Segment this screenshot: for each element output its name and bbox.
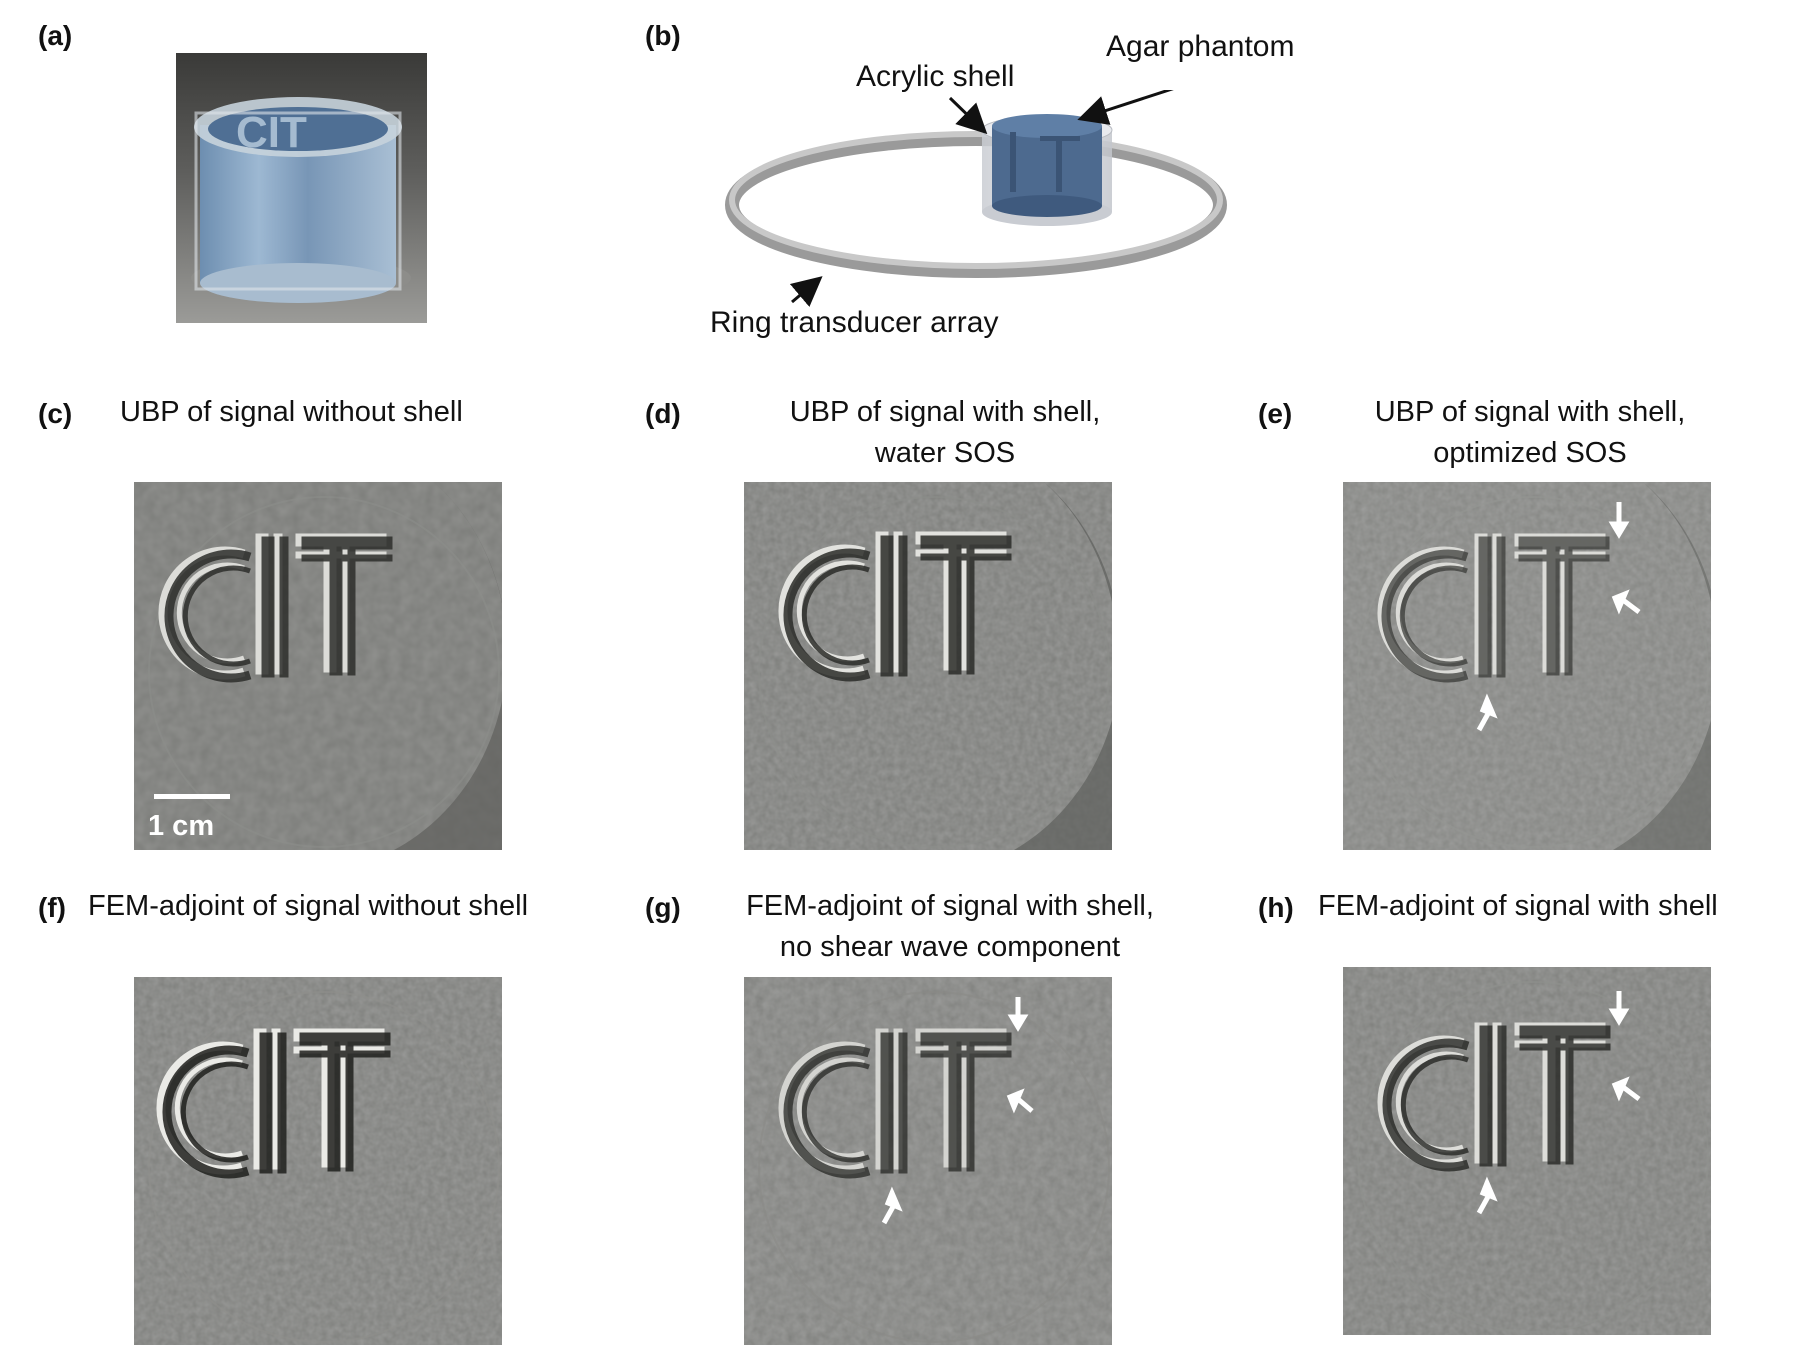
- panel-title-d: UBP of signal with shell,water SOS: [789, 396, 1101, 469]
- panel-label-h: (h): [1258, 892, 1294, 923]
- image-panel-e: [1343, 482, 1711, 850]
- image-panel-h: [1343, 967, 1711, 1335]
- panel-title-h: FEM-adjoint of signal with shell: [1318, 890, 1718, 922]
- panel-label-c: (c): [38, 398, 73, 429]
- image-panel-d: [744, 482, 1112, 850]
- artifact-arrows: [1476, 502, 1641, 732]
- image-panel-f: [134, 977, 502, 1345]
- artifact-arrows: [881, 997, 1034, 1225]
- scalebar-label: 1 cm: [148, 810, 215, 842]
- panel-label-b: (b): [645, 20, 681, 51]
- agar-phantom-label: Agar phantom: [1106, 30, 1295, 63]
- image-panel-g: [744, 977, 1112, 1345]
- svg-text:CIT: CIT: [236, 108, 307, 157]
- ring-transducer-label: Ring transducer array: [710, 306, 999, 339]
- image-panel-c: [134, 482, 502, 850]
- panel-title-e: UBP of signal with shell,optimized SOS: [1374, 396, 1686, 469]
- artifact-arrows: [1476, 991, 1641, 1215]
- phantom-photo: CIT: [176, 53, 427, 323]
- panel-label-a: (a): [38, 20, 73, 51]
- panel-label-g: (g): [645, 892, 681, 923]
- panel-title-f: FEM-adjoint of signal without shell: [88, 890, 529, 922]
- panel-label-f: (f): [38, 892, 66, 923]
- panel-label-e: (e): [1258, 398, 1293, 429]
- panel-label-d: (d): [645, 398, 681, 429]
- acrylic-shell-label: Acrylic shell: [856, 60, 1015, 93]
- panel-title-c: UBP of signal without shell: [120, 396, 463, 428]
- setup-diagram: [725, 90, 1227, 307]
- panel-title-g: FEM-adjoint of signal with shell,no shea…: [746, 890, 1154, 963]
